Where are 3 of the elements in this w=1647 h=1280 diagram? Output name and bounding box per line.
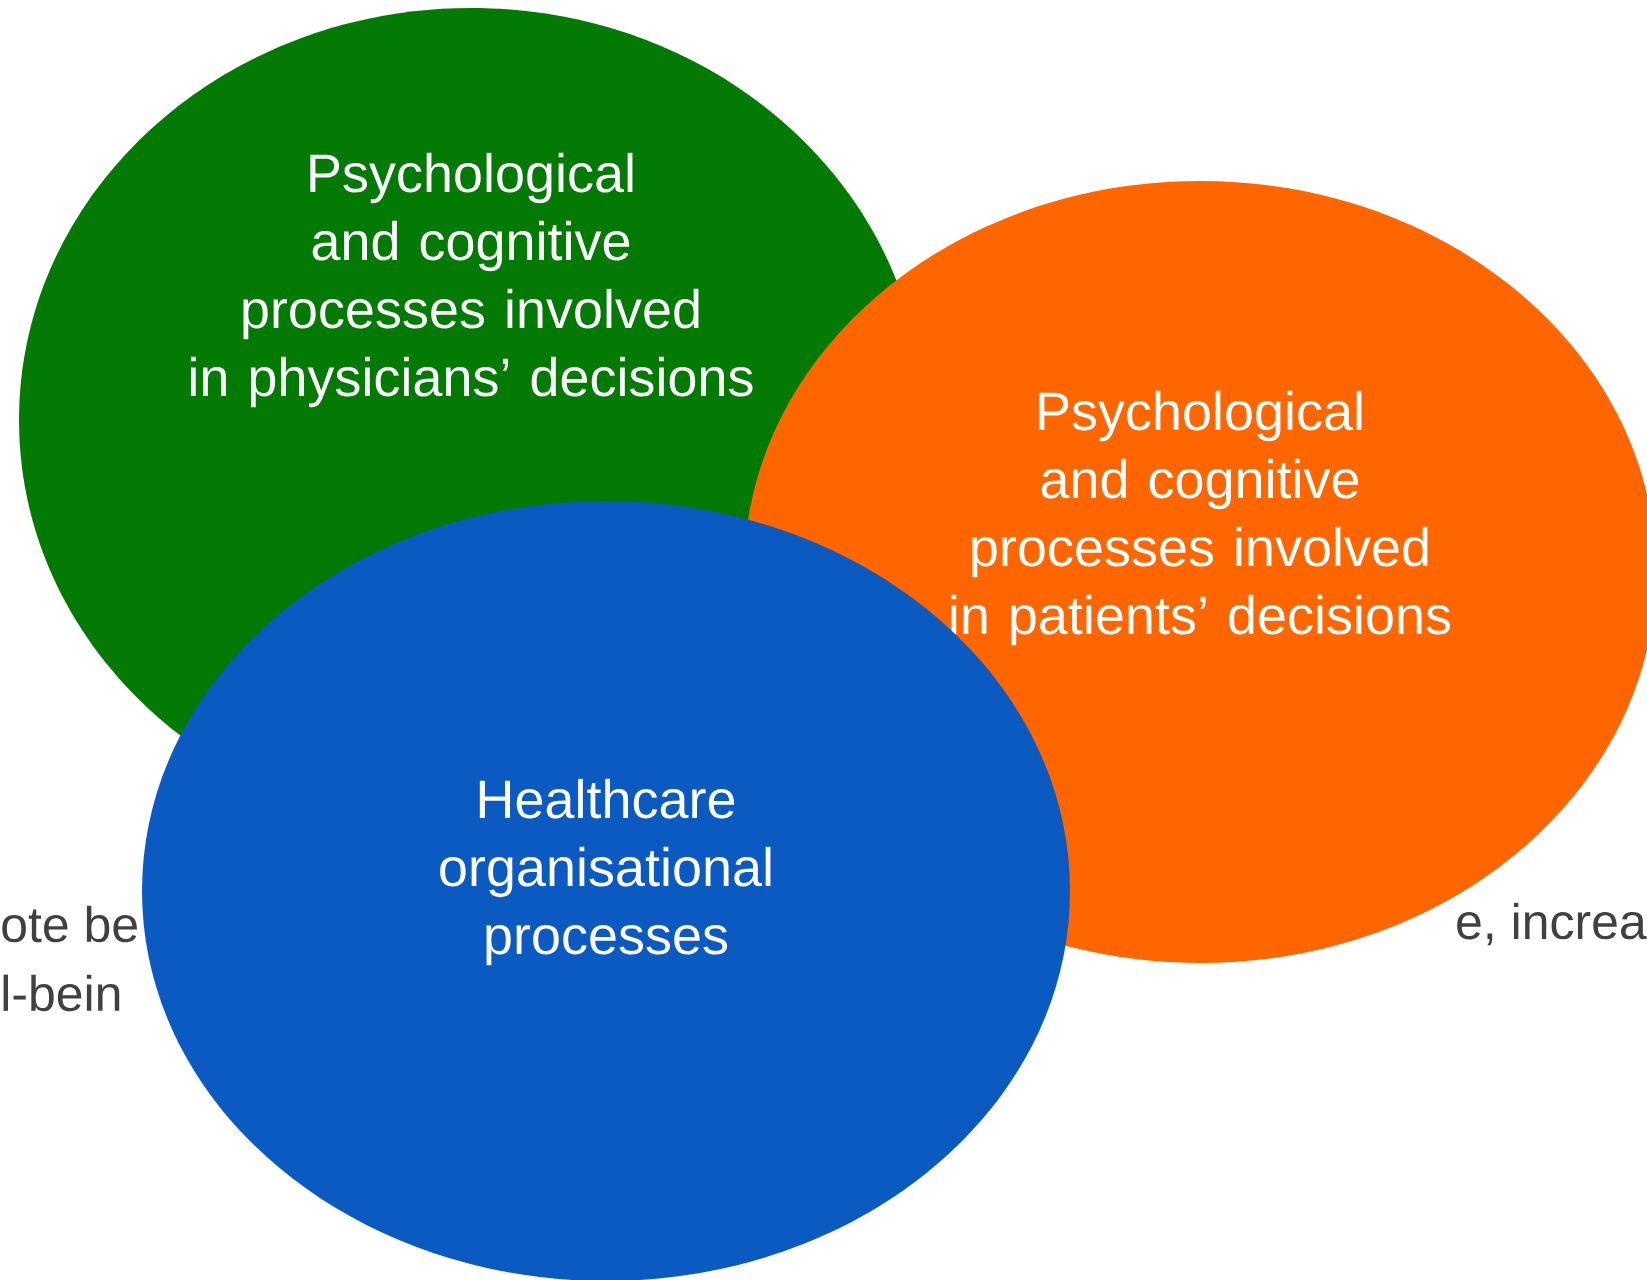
background-text: e, increa <box>1457 902 1647 946</box>
background-text: l-bein <box>3 974 120 1012</box>
background-text: ote be <box>2 905 137 943</box>
